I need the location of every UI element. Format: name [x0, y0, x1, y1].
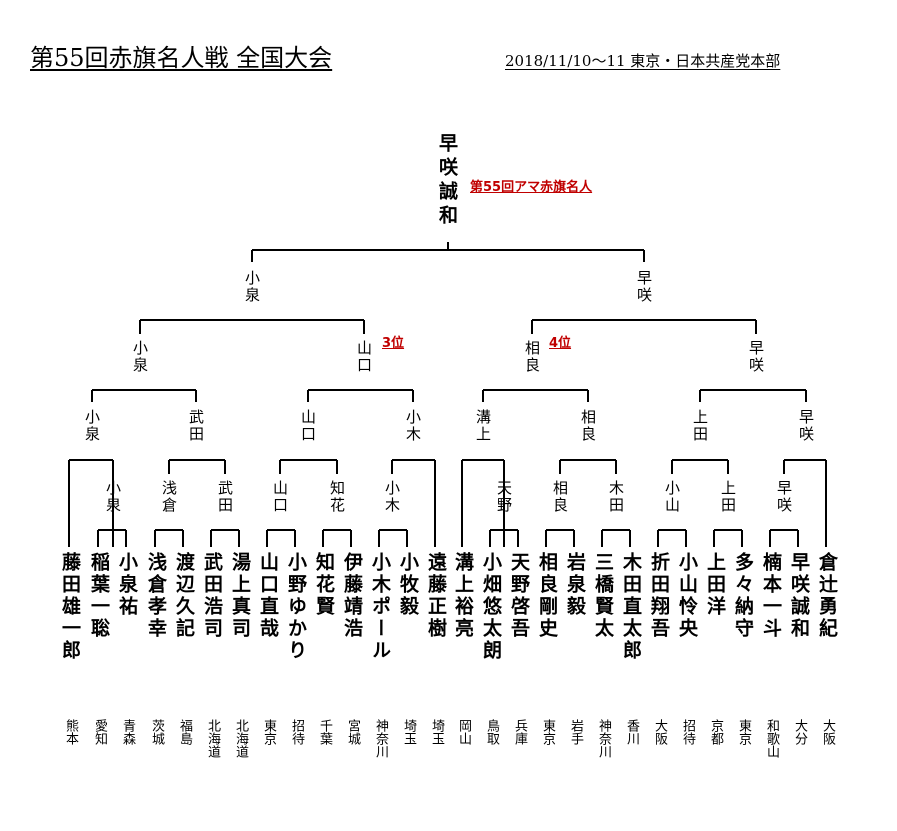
player-prefecture: 和歌山: [764, 719, 779, 758]
player-prefecture: 岡山: [456, 719, 471, 745]
player-prefecture: 大分: [792, 719, 807, 745]
player-name: 岩泉毅: [564, 552, 586, 618]
champion-title: 第55回アマ赤旗名人: [470, 180, 593, 195]
player-name: 折田翔吾: [648, 552, 670, 640]
player-prefecture: 鳥取: [484, 719, 499, 745]
round1-name-4: 山口: [271, 480, 289, 514]
round1-name-8: 相良: [551, 480, 569, 514]
player-name: 山口直哉: [257, 552, 279, 640]
player-name: 小山怜央: [676, 552, 698, 640]
quarterfinal-name-5: 溝上: [474, 409, 492, 443]
player-prefecture: 神奈川: [373, 719, 388, 758]
player-prefecture: 東京: [261, 719, 276, 745]
quarterfinal-name-7: 上田: [691, 409, 709, 443]
player-name: 相良剛史: [536, 552, 558, 640]
player-prefecture: 兵庫: [512, 719, 527, 745]
player-name: 小木ポール: [369, 552, 391, 662]
third-place-label: 3位: [382, 336, 405, 351]
final-name-1: 小泉: [243, 270, 261, 304]
champion-name: 早咲誠和: [436, 133, 458, 229]
player-name: 三橋賢太: [592, 552, 614, 640]
player-name: 武田浩司: [201, 552, 223, 640]
player-prefecture: 招待: [289, 719, 304, 745]
semifinal-name-3: 相良: [523, 340, 541, 374]
round1-name-7: 天野: [495, 480, 513, 514]
quarterfinal-name-8: 早咲: [797, 409, 815, 443]
quarterfinal-name-1: 小泉: [83, 409, 101, 443]
player-name: 小畑悠太朗: [480, 552, 502, 662]
player-prefecture: 神奈川: [596, 719, 611, 758]
player-name: 稲葉一聡: [88, 552, 110, 640]
player-name: 倉辻勇紀: [816, 552, 838, 640]
player-name: 早咲誠和: [788, 552, 810, 640]
semifinal-name-4: 早咲: [747, 340, 765, 374]
player-name: 知花賢: [313, 552, 335, 618]
player-prefecture: 北海道: [233, 719, 248, 758]
round1-name-5: 知花: [328, 480, 346, 514]
quarterfinal-name-4: 小木: [404, 409, 422, 443]
player-name: 上田洋: [704, 552, 726, 618]
round1-name-2: 浅倉: [160, 480, 178, 514]
round1-name-11: 上田: [719, 480, 737, 514]
player-prefecture: 宮城: [345, 719, 360, 745]
player-name: 小泉祐: [116, 552, 138, 618]
date-location: 2018/11/10～11 東京・日本共産党本部: [505, 52, 781, 70]
player-name: 小牧毅: [397, 552, 419, 618]
player-prefecture: 埼玉: [401, 719, 416, 745]
semifinal-name-2: 山口: [355, 340, 373, 374]
player-name: 湯上真司: [229, 552, 251, 640]
player-prefecture: 福島: [177, 719, 192, 745]
round1-name-9: 木田: [607, 480, 625, 514]
player-prefecture: 愛知: [92, 719, 107, 745]
player-prefecture: 千葉: [317, 719, 332, 745]
round1-name-12: 早咲: [775, 480, 793, 514]
player-prefecture: 茨城: [149, 719, 164, 745]
player-prefecture: 大阪: [820, 719, 835, 745]
player-name: 木田直太郎: [620, 552, 642, 662]
round1-name-1: 小泉: [104, 480, 122, 514]
player-prefecture: 京都: [708, 719, 723, 745]
player-prefecture: 大阪: [652, 719, 667, 745]
player-name: 楠本一斗: [760, 552, 782, 640]
player-prefecture: 埼玉: [429, 719, 444, 745]
round1-name-6: 小木: [383, 480, 401, 514]
player-prefecture: 東京: [540, 719, 555, 745]
player-name: 伊藤靖浩: [341, 552, 363, 640]
player-name: 遠藤正樹: [425, 552, 447, 640]
player-name: 多々納守: [732, 552, 754, 640]
player-prefecture: 青森: [120, 719, 135, 745]
player-name: 藤田雄一郎: [59, 552, 81, 662]
player-prefecture: 北海道: [205, 719, 220, 758]
quarterfinal-name-2: 武田: [187, 409, 205, 443]
final-name-2: 早咲: [635, 270, 653, 304]
semifinal-name-1: 小泉: [131, 340, 149, 374]
round1-name-3: 武田: [216, 480, 234, 514]
player-name: 小野ゆかり: [285, 552, 307, 662]
player-name: 渡辺久記: [173, 552, 195, 640]
round1-name-10: 小山: [663, 480, 681, 514]
player-prefecture: 招待: [680, 719, 695, 745]
player-name: 天野啓吾: [508, 552, 530, 640]
player-prefecture: 香川: [624, 719, 639, 745]
player-prefecture: 岩手: [568, 719, 583, 745]
page-title: 第55回赤旗名人戦 全国大会: [30, 44, 333, 72]
player-name: 溝上裕亮: [452, 552, 474, 640]
player-name: 浅倉孝幸: [145, 552, 167, 640]
fourth-place-label: 4位: [549, 336, 572, 351]
quarterfinal-name-6: 相良: [579, 409, 597, 443]
player-prefecture: 東京: [736, 719, 751, 745]
quarterfinal-name-3: 山口: [299, 409, 317, 443]
player-prefecture: 熊本: [63, 719, 78, 745]
